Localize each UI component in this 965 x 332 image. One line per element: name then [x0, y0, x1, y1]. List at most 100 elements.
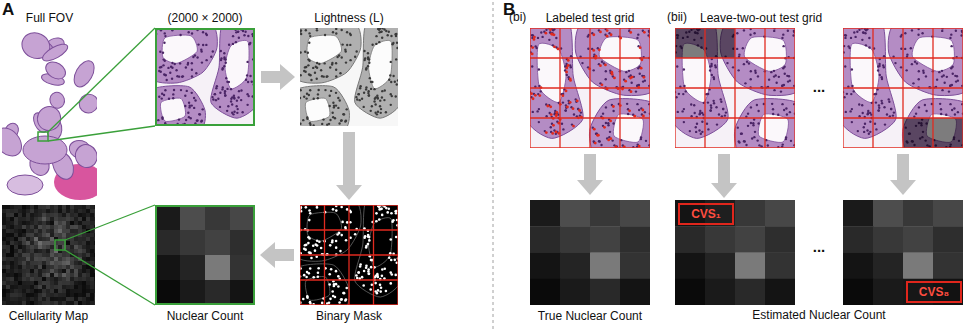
cellularity-map-image — [18, 205, 22, 209]
cellularity-map-image — [34, 265, 38, 269]
cellularity-map-image — [10, 229, 14, 233]
leave-two-out-image — [772, 113, 774, 115]
cellularity-map-image — [30, 253, 34, 257]
cellularity-map-image — [50, 285, 54, 289]
cellularity-map-image — [70, 257, 74, 261]
cellularity-map-image — [6, 241, 10, 245]
cellularity-map-image — [34, 245, 38, 249]
lightness-image — [316, 29, 318, 31]
cellularity-map-image — [62, 217, 66, 221]
lightness-image — [371, 81, 373, 83]
leave-two-out-image — [900, 48, 902, 50]
he-tissue-image — [191, 75, 193, 77]
leave-two-out-image — [911, 29, 913, 31]
leave-two-out-image — [757, 110, 759, 112]
full-fov-image — [43, 58, 69, 82]
cellularity-map-image — [14, 261, 18, 265]
cellularity-map-image — [74, 293, 78, 297]
cellularity-map-image — [94, 293, 95, 297]
cellularity-map-image — [42, 269, 46, 273]
lightness-image — [373, 88, 375, 90]
cellularity-map-image — [14, 245, 18, 249]
leave-two-out-image — [845, 34, 847, 36]
lightness-image — [300, 33, 302, 35]
he-tissue-image — [184, 95, 186, 97]
he-tissue-image — [161, 97, 163, 99]
binary-mask-image — [305, 206, 308, 209]
he-tissue-image — [187, 112, 189, 114]
lightness-image — [396, 42, 398, 44]
binary-mask-image — [381, 214, 384, 217]
leave-two-out-image — [768, 78, 770, 80]
lightness-image — [371, 44, 373, 46]
cellularity-map-image — [74, 285, 78, 289]
he-tissue-image — [223, 56, 225, 58]
cellularity-map-image — [6, 253, 10, 257]
leave-two-out-image — [699, 110, 701, 112]
leave-two-out-image — [753, 136, 755, 138]
labeled-grid-image — [600, 144, 602, 146]
lightness-image — [323, 62, 325, 64]
leave-two-out-image — [722, 108, 724, 110]
cellularity-map-image — [42, 273, 46, 277]
lightness-image — [356, 98, 358, 100]
leave-two-out-image — [951, 109, 953, 111]
labeled-grid-image — [640, 138, 642, 140]
cellularity-map-image — [14, 285, 18, 289]
cellularity-map-image — [50, 265, 54, 269]
cellularity-map-image — [30, 245, 34, 249]
lightness-image — [359, 87, 361, 89]
binary-mask-image — [329, 244, 332, 247]
cellularity-map-image — [50, 233, 54, 237]
cellularity-map-image — [30, 289, 34, 293]
labeled-grid-image — [541, 36, 543, 38]
cellularity-map-image — [54, 209, 58, 213]
cellularity-map-image — [18, 293, 22, 297]
labeled-grid-image — [533, 36, 536, 39]
lightness-image — [324, 89, 326, 91]
cellularity-map-image — [10, 225, 14, 229]
labeled-grid-image — [566, 74, 568, 76]
cellularity-map-image — [54, 269, 58, 273]
cellularity-map-image — [30, 269, 34, 273]
lightness-image — [368, 58, 370, 60]
cellularity-map-image — [70, 273, 74, 277]
full-fov-image — [2, 28, 97, 200]
cellularity-map-image — [94, 297, 95, 301]
cellularity-map-image — [18, 269, 22, 273]
labeled-grid-image — [606, 35, 609, 38]
leave-two-out-image — [869, 121, 871, 123]
cellularity-map-image — [62, 205, 66, 209]
cellularity-map-image — [94, 249, 95, 253]
cellularity-map-image — [6, 301, 10, 305]
cellularity-map-image — [6, 281, 10, 285]
lightness-image — [320, 69, 322, 71]
cellularity-map-image — [2, 241, 6, 245]
leave-two-out-image — [778, 76, 780, 78]
cellularity-map-image — [38, 265, 42, 269]
cellularity-map-image — [62, 233, 66, 237]
cellularity-map-image — [86, 269, 90, 273]
cellularity-map-image — [2, 253, 6, 257]
cellularity-map-image — [6, 289, 10, 293]
binary-mask-image — [317, 267, 320, 270]
leave-two-out-image — [737, 126, 739, 128]
cellularity-map-image — [82, 265, 86, 269]
he-tissue-image — [235, 105, 237, 107]
he-tissue-image — [196, 56, 198, 58]
cellularity-map-image — [78, 205, 82, 209]
nuclear-count-grid — [180, 230, 205, 255]
binary-mask-image — [306, 296, 309, 299]
leave-two-out-image — [915, 112, 917, 114]
cellularity-map-image — [66, 221, 70, 225]
cellularity-map-image — [30, 217, 34, 221]
cellularity-map-image — [90, 281, 94, 285]
cellularity-map-image — [50, 277, 54, 281]
labeled-grid-image — [570, 55, 572, 57]
cellularity-map-image — [2, 205, 6, 209]
labeled-grid-image — [637, 33, 639, 35]
binary-mask-image — [300, 205, 398, 305]
cellularity-map-image — [62, 293, 66, 297]
leave-two-out-image — [754, 131, 756, 133]
binary-mask-image — [355, 274, 358, 277]
